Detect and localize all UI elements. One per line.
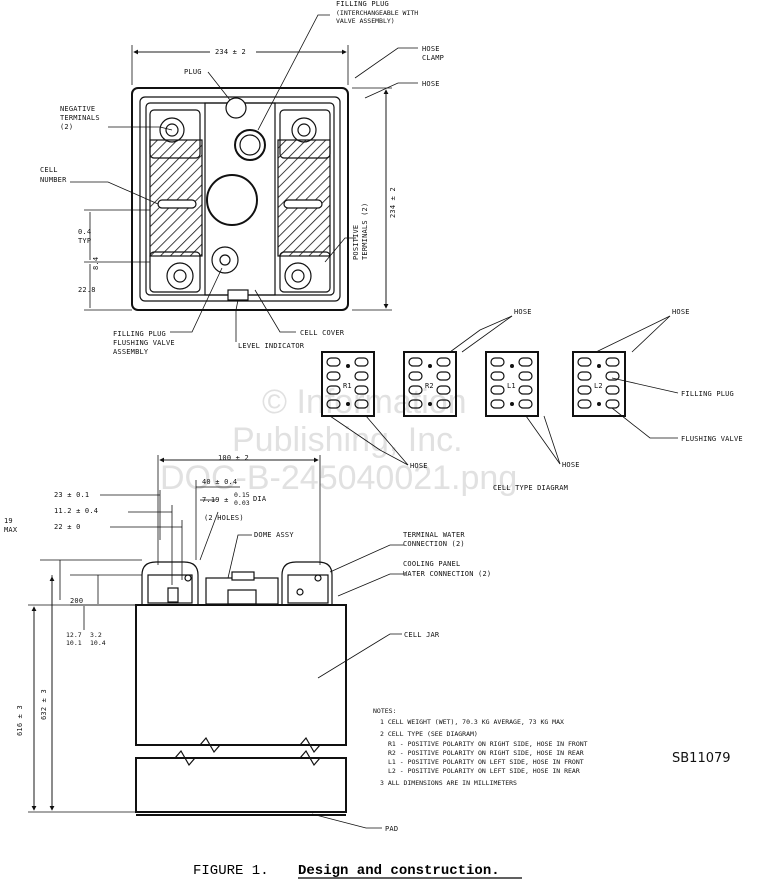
dim-12-7b: 10.1 [66, 639, 82, 647]
note-2b: R2 - POSITIVE POLARITY ON RIGHT SIDE, HO… [388, 749, 584, 757]
dim-holes: (2 HOLES) [204, 514, 244, 522]
label-filling-plug-sub2: VALVE ASSEMBLY) [336, 17, 395, 25]
cell-jar [135, 604, 347, 746]
label-negative-terminals-1: NEGATIVE [60, 105, 95, 113]
label-terminal-water-2: CONNECTION (2) [403, 540, 465, 548]
label-filling-plug-flushing-2: FLUSHING VALVE [113, 339, 175, 347]
label-hose-clamp-2: CLAMP [422, 54, 444, 62]
label-cell-jar: CELL JAR [404, 631, 440, 639]
label-negative-terminals-2: TERMINALS [60, 114, 100, 122]
dim-3-2a: 3.2 [90, 631, 102, 639]
dim-19: 19 [4, 517, 13, 525]
notes: NOTES: 1 CELL WEIGHT (WET), 70.3 KG AVER… [373, 707, 588, 787]
label-level-indicator: LEVEL INDICATOR [238, 342, 305, 350]
label-terminal-water-1: TERMINAL WATER [403, 531, 465, 539]
dim-12-7a: 12.7 [66, 631, 82, 639]
level-indicator [227, 289, 249, 301]
label-hose-bottom-1: HOSE [410, 462, 428, 470]
note-2d: L2 - POSITIVE POLARITY ON LEFT SIDE, HOS… [388, 767, 580, 775]
dim-3-2b: 10.4 [90, 639, 106, 647]
label-cell-number-1: CELL [40, 166, 58, 174]
cell-jar-lower [135, 757, 347, 813]
label-pad: PAD [385, 825, 398, 833]
label-plug: PLUG [184, 68, 202, 76]
cell-type-l2: L2 [572, 351, 626, 417]
cell-type-label: L2 [594, 382, 603, 390]
note-2: 2 CELL TYPE (SEE DIAGRAM) [380, 730, 478, 738]
label-negative-terminals-3: (2) [60, 123, 73, 131]
cell-type-label: R2 [425, 382, 434, 390]
label-cell-cover: CELL COVER [300, 329, 345, 337]
top-view: 234 ± 2 234 ± 2 0.4 TYP 8.4 22.8 [70, 14, 418, 342]
figure-caption: FIGURE 1. Design and construction. [193, 863, 522, 879]
label-positive-terminals-1: POSITIVE [352, 225, 360, 260]
note-2c: L1 - POSITIVE POLARITY ON LEFT SIDE, HOS… [388, 758, 584, 766]
top-width-dim: 234 ± 2 [215, 48, 246, 56]
label-dome-assy: DOME ASSY [254, 531, 294, 539]
cell-type-r2: R2 [403, 351, 457, 417]
dim-11: 11.2 ± 0.4 [54, 507, 98, 515]
dim-7: 7.19 ± [202, 496, 229, 504]
dim-7-tol-b: 0.03 [234, 499, 250, 507]
note-1: 1 CELL WEIGHT (WET), 70.3 KG AVERAGE, 73… [380, 718, 564, 726]
dim-dia: DIA [253, 495, 267, 503]
dim-top-100: 100 ± 2 [218, 454, 249, 462]
watermark: © Information Publishing, Inc. DOC-B-245… [160, 383, 517, 497]
plug [225, 97, 247, 119]
top-height-dim: 234 ± 2 [389, 187, 397, 218]
top-view-outline [131, 87, 349, 311]
watermark-line-3: DOC-B-245040021.png [160, 459, 517, 497]
cell-type-diagram-title: CELL TYPE DIAGRAM [493, 484, 568, 492]
typ-dim-label: TYP [78, 237, 91, 245]
label-filling-plug-sub1: (INTERCHANGEABLE WITH [336, 9, 418, 17]
caption-title: Design and construction. [298, 863, 500, 879]
cell-type-diagram: R1 R2 L1 L2 [321, 351, 626, 417]
center-vent [206, 174, 258, 226]
label-filling-plug: FILLING PLUG [336, 0, 389, 8]
cell-type-r1: R1 [321, 351, 375, 417]
side-view [28, 455, 404, 829]
label-hose: HOSE [422, 80, 440, 88]
label-filling-plug-flushing-1: FILLING PLUG [113, 330, 166, 338]
dim-632: 632 ± 3 [40, 689, 48, 720]
electrode-block-left [149, 139, 203, 257]
dim-19-max: MAX [4, 526, 18, 534]
watermark-line-1: © Information [262, 383, 467, 421]
label-cooling-panel-1: COOLING PANEL [403, 560, 460, 568]
note-2a: R1 - POSITIVE POLARITY ON RIGHT SIDE, HO… [388, 740, 588, 748]
dim-left-a: 22.8 [78, 286, 96, 294]
dim-616: 616 ± 3 [16, 705, 24, 736]
label-cell-number-2: NUMBER [40, 176, 67, 184]
label-hose-top-1: HOSE [514, 308, 532, 316]
dim-left-b: 8.4 [92, 257, 100, 270]
label-hose-bottom-2: HOSE [562, 461, 580, 469]
cell-type-l1: L1 [485, 351, 539, 417]
flushing-valve [211, 246, 239, 274]
cell-type-label: R1 [343, 382, 352, 390]
cell-type-label: L1 [507, 382, 516, 390]
watermark-line-2: Publishing, Inc. [232, 421, 463, 459]
caption-prefix: FIGURE 1. [193, 863, 269, 879]
note-3: 3 ALL DIMENSIONS ARE IN MILLIMETERS [380, 779, 517, 787]
notes-heading: NOTES: [373, 707, 396, 715]
label-filling-plug-ct: FILLING PLUG [681, 390, 734, 398]
label-positive-terminals-2: TERMINALS (2) [361, 203, 369, 260]
label-hose-top-2: HOSE [672, 308, 690, 316]
filling-plug [234, 129, 266, 161]
typ-dim-value: 0.4 [78, 228, 91, 236]
electrode-block-right [277, 139, 331, 257]
dim-7-tol-a: 0.15 [234, 491, 250, 499]
label-cooling-panel-2: WATER CONNECTION (2) [403, 570, 491, 578]
dim-40: 40 ± 0.4 [202, 478, 237, 486]
dim-22: 22 ± 0 [54, 523, 81, 531]
label-filling-plug-flushing-3: ASSEMBLY [113, 348, 149, 356]
dim-200: 200 [70, 597, 83, 605]
label-hose-clamp-1: HOSE [422, 45, 440, 53]
label-flushing-valve: FLUSHING VALVE [681, 435, 743, 443]
figure-ref-code: SB11079 [672, 751, 731, 766]
dim-23: 23 ± 0.1 [54, 491, 89, 499]
